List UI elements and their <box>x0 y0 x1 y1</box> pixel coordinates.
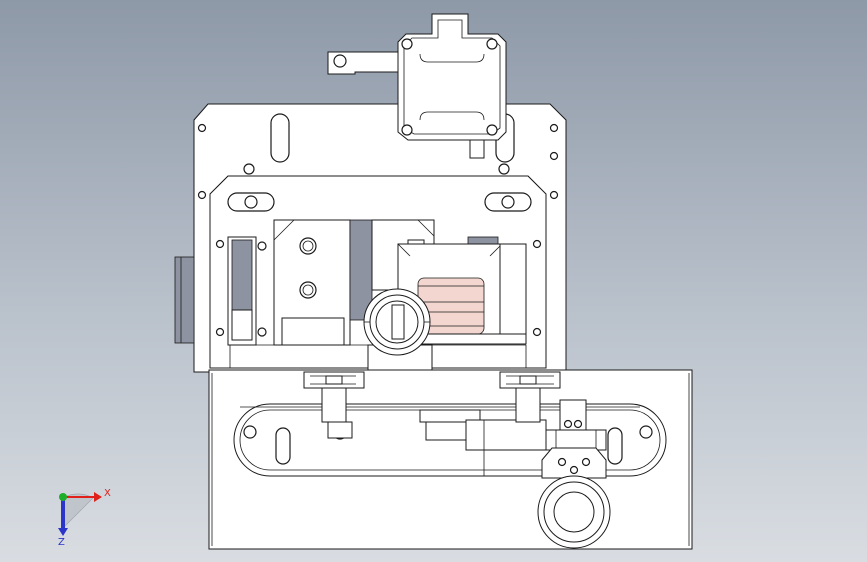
z-axis-label: Z <box>58 537 65 548</box>
carriage <box>537 399 611 549</box>
plate-slot-left <box>270 113 290 163</box>
plate-hole <box>197 123 207 133</box>
plate-hole <box>549 151 559 161</box>
lower-plate <box>208 369 693 550</box>
sensor-bracket-left <box>303 371 365 440</box>
coupling-assembly <box>397 236 527 345</box>
plate-hole <box>197 190 207 200</box>
flange-bolt-hole <box>486 124 498 136</box>
left-slide <box>227 219 435 346</box>
flange-bolt-hole <box>401 38 413 50</box>
x-axis-label: X <box>104 488 111 499</box>
plate-hole <box>498 163 510 175</box>
flange-bolt-hole <box>401 124 413 136</box>
flange-bolt-hole <box>486 38 498 50</box>
plate-hole <box>243 163 255 175</box>
z-axis-arrowhead <box>58 528 68 536</box>
y-axis-dot <box>59 493 67 501</box>
side-block <box>174 256 195 344</box>
x-axis-arrowhead <box>94 492 102 502</box>
block-bolt <box>299 281 317 299</box>
block-bolt <box>299 237 317 255</box>
plate-hole <box>549 123 559 133</box>
plate-hole <box>549 190 559 200</box>
motor-flange <box>327 13 507 159</box>
view-triad: X Z <box>58 488 111 548</box>
sensor-bracket-right <box>499 371 561 423</box>
